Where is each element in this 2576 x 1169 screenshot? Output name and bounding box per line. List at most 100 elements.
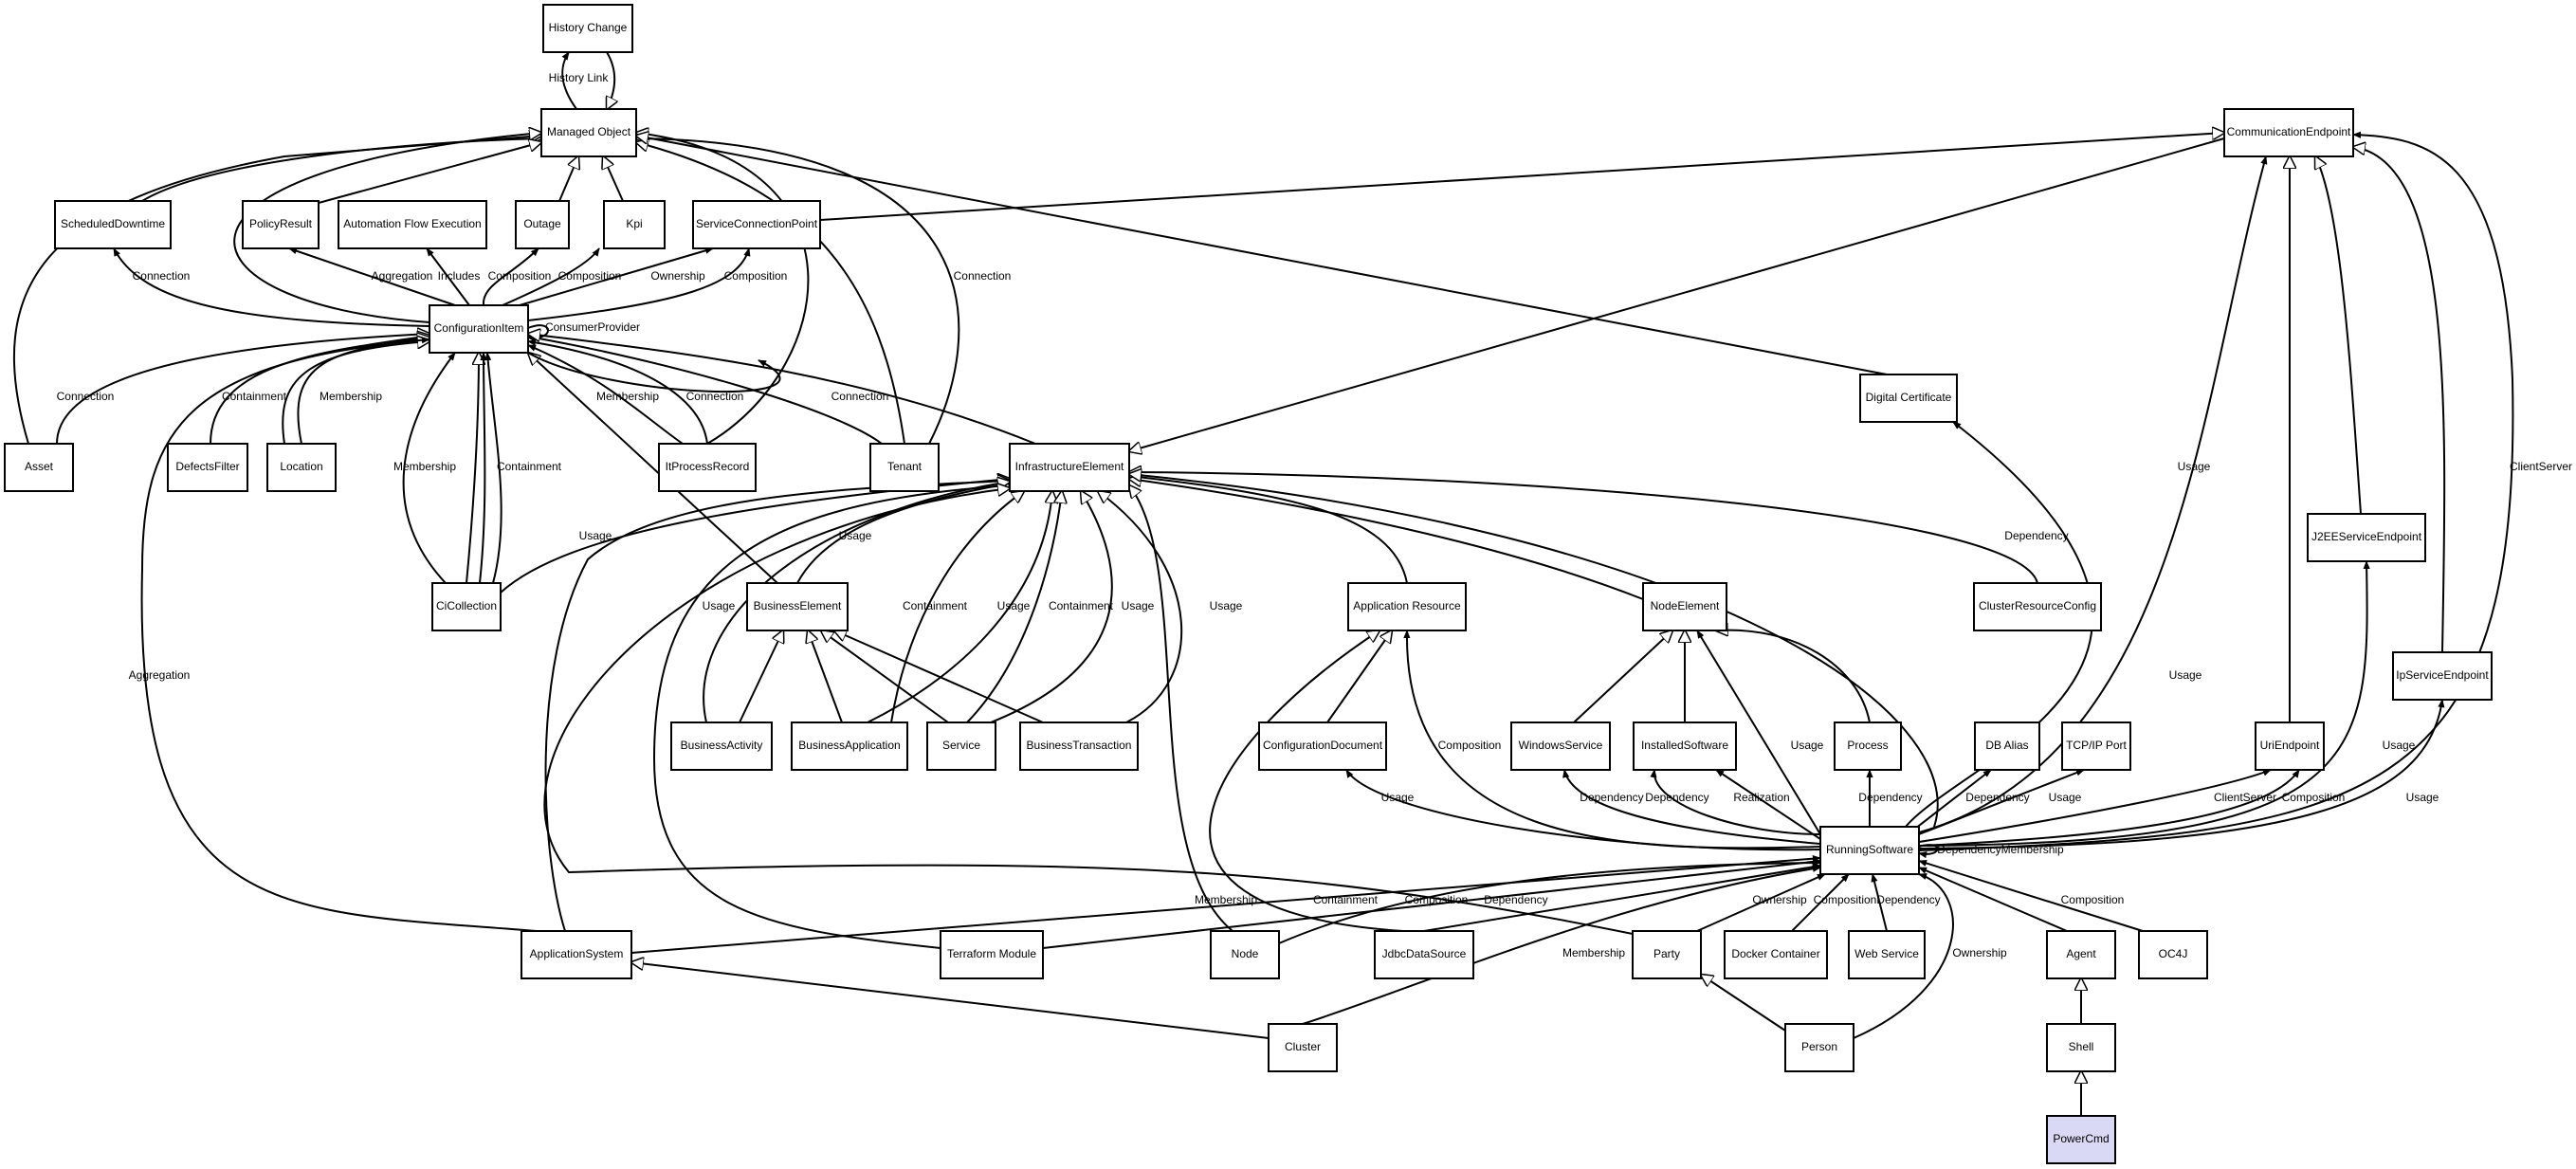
- cluster-resource-config-node[interactable]: ClusterResourceConfig: [1973, 582, 2102, 631]
- edge-business-application-be: [808, 630, 843, 723]
- edge-running-software-uri-cs: [1918, 769, 2272, 843]
- service-connection-point-node[interactable]: ServiceConnectionPoint: [692, 200, 821, 249]
- edge-running-software-config-doc: [1345, 769, 1821, 851]
- policy-result-node[interactable]: PolicyResult: [242, 200, 320, 249]
- edge-label-ci-collection-usage: Usage: [579, 529, 612, 542]
- outage-node[interactable]: Outage: [515, 200, 570, 249]
- oc4j-label: OC4J: [2159, 947, 2188, 960]
- oc4j-node[interactable]: OC4J: [2138, 930, 2208, 979]
- db-alias-node[interactable]: DB Alias: [1974, 721, 2040, 771]
- edge-kpi-mo: [603, 156, 624, 202]
- node-node[interactable]: Node: [1210, 930, 1280, 979]
- tcp-ip-port-label: TCP/IP Port: [2066, 739, 2127, 752]
- edge-person-party: [1701, 975, 1786, 1032]
- web-service-node[interactable]: Web Service: [1848, 930, 1926, 979]
- agent-label: Agent: [2066, 947, 2096, 960]
- jdbc-data-source-node[interactable]: JdbcDataSource: [1374, 930, 1474, 979]
- edge-agent-rs: [1918, 867, 2068, 932]
- edge-web-service-rs: [1871, 873, 1888, 932]
- edge-docker-rs: [1791, 873, 1850, 932]
- edge-ci-scp-composition: [527, 247, 751, 321]
- edge-label-party-ownership: Ownership: [1752, 893, 1807, 906]
- kpi-node[interactable]: Kpi: [603, 200, 666, 249]
- edge-ci-collection-ci-b: [479, 352, 487, 584]
- history-change-label: History Change: [549, 21, 628, 34]
- ci-collection-node[interactable]: CiCollection: [431, 582, 502, 631]
- edge-tenant-ci: [527, 334, 883, 445]
- docker-container-node[interactable]: Docker Container: [1724, 930, 1828, 979]
- edge-label-service-containment: Containment: [1049, 599, 1114, 612]
- edge-service-infra-usage: [990, 491, 1113, 723]
- edge-label-business-transaction-usage-a: Usage: [1122, 599, 1155, 612]
- person-node[interactable]: Person: [1784, 1023, 1854, 1072]
- edge-person-rs: [1853, 873, 1954, 1039]
- edge-label-cluster-membership: Membership: [1562, 946, 1625, 959]
- managed-object-node[interactable]: Managed Object: [540, 108, 637, 157]
- windows-service-node[interactable]: WindowsService: [1510, 721, 1611, 771]
- shell-node[interactable]: Shell: [2046, 1023, 2116, 1072]
- agent-node[interactable]: Agent: [2046, 930, 2116, 979]
- edge-label-running-software-db-alias-dependency: Dependency: [1965, 791, 2029, 804]
- service-node[interactable]: Service: [926, 721, 996, 771]
- application-resource-node[interactable]: Application Resource: [1347, 582, 1467, 631]
- edge-label-ci-automation-flow: Includes: [438, 269, 481, 283]
- node-element-node[interactable]: NodeElement: [1642, 582, 1727, 631]
- ip-service-endpoint-node[interactable]: IpServiceEndpoint: [2392, 651, 2493, 701]
- edge-oc4j-rs: [1918, 859, 2144, 932]
- asset-node[interactable]: Asset: [4, 443, 74, 492]
- process-node[interactable]: Process: [1834, 721, 1902, 771]
- edge-ci-scp-ownership: [519, 247, 714, 306]
- uri-endpoint-node[interactable]: UriEndpoint: [2255, 721, 2325, 771]
- it-process-record-node[interactable]: ItProcessRecord: [658, 443, 757, 492]
- edge-label-ci-collection-membership: Membership: [393, 460, 456, 473]
- process-label: Process: [1847, 739, 1888, 752]
- defects-filter-node[interactable]: DefectsFilter: [167, 443, 248, 492]
- edge-running-software-infra: [1129, 474, 1939, 828]
- digital-certificate-node[interactable]: Digital Certificate: [1859, 374, 1958, 423]
- edge-party-rs: [1696, 873, 1826, 932]
- managed-object-label: Managed Object: [547, 125, 631, 138]
- running-software-node[interactable]: RunningSoftware: [1819, 826, 1920, 875]
- power-cmd-node[interactable]: PowerCmd: [2046, 1115, 2116, 1164]
- application-system-node[interactable]: ApplicationSystem: [521, 930, 632, 979]
- edge-process-node-element: [1716, 630, 1871, 723]
- history-change-node[interactable]: History Change: [542, 4, 633, 53]
- edge-outage-mo: [558, 156, 578, 202]
- edge-ci-outage: [482, 247, 539, 306]
- edge-node-element-infra: [1129, 479, 1644, 600]
- business-activity-node[interactable]: BusinessActivity: [670, 721, 773, 771]
- location-node[interactable]: Location: [266, 443, 337, 492]
- business-application-node[interactable]: BusinessApplication: [791, 721, 908, 771]
- edge-running-software-digital-cert: [1905, 421, 2094, 828]
- infrastructure-element-node[interactable]: InfrastructureElement: [1009, 443, 1130, 492]
- tenant-label: Tenant: [887, 460, 923, 473]
- scheduled-downtime-node[interactable]: ScheduledDowntime: [54, 200, 172, 249]
- edge-label-terraform-containment: Containment: [1313, 893, 1379, 906]
- party-node[interactable]: Party: [1632, 930, 1702, 979]
- tenant-node[interactable]: Tenant: [869, 443, 940, 492]
- edge-running-software-tcp: [1918, 769, 2085, 835]
- j2ee-service-endpoint-node[interactable]: J2EEServiceEndpoint: [2307, 513, 2426, 562]
- cluster-node[interactable]: Cluster: [1268, 1023, 1338, 1072]
- business-element-node[interactable]: BusinessElement: [746, 582, 849, 631]
- communication-endpoint-node[interactable]: CommunicationEndpoint: [2223, 108, 2354, 157]
- terraform-module-node[interactable]: Terraform Module: [940, 930, 1044, 979]
- edge-label-running-software-digital-cert-usage: Usage: [2169, 668, 2202, 682]
- edge-cluster-application-system: [631, 962, 1270, 1039]
- scheduled-downtime-label: ScheduledDowntime: [61, 217, 165, 230]
- edge-ci-policy-result: [288, 247, 456, 306]
- edge-running-software-db-alias: [1914, 769, 1992, 830]
- business-transaction-node[interactable]: BusinessTransaction: [1019, 721, 1139, 771]
- installed-software-node[interactable]: InstalledSoftware: [1633, 721, 1737, 771]
- automation-flow-execution-node[interactable]: Automation Flow Execution: [338, 200, 487, 249]
- tcp-ip-port-node[interactable]: TCP/IP Port: [2061, 721, 2131, 771]
- asset-label: Asset: [25, 460, 54, 473]
- edge-label-web-service-dependency: Dependency: [1876, 893, 1940, 906]
- edge-it-process-mo: [636, 133, 810, 445]
- edge-label-person-ownership: Ownership: [1952, 946, 2007, 959]
- edge-jdbc-rs: [1423, 863, 1821, 932]
- configuration-item-node[interactable]: ConfigurationItem: [429, 304, 529, 354]
- configuration-document-node[interactable]: ConfigurationDocument: [1258, 721, 1387, 771]
- edge-ci-kpi: [502, 247, 600, 306]
- edge-label-jdbc-dependency: Dependency: [1484, 893, 1547, 906]
